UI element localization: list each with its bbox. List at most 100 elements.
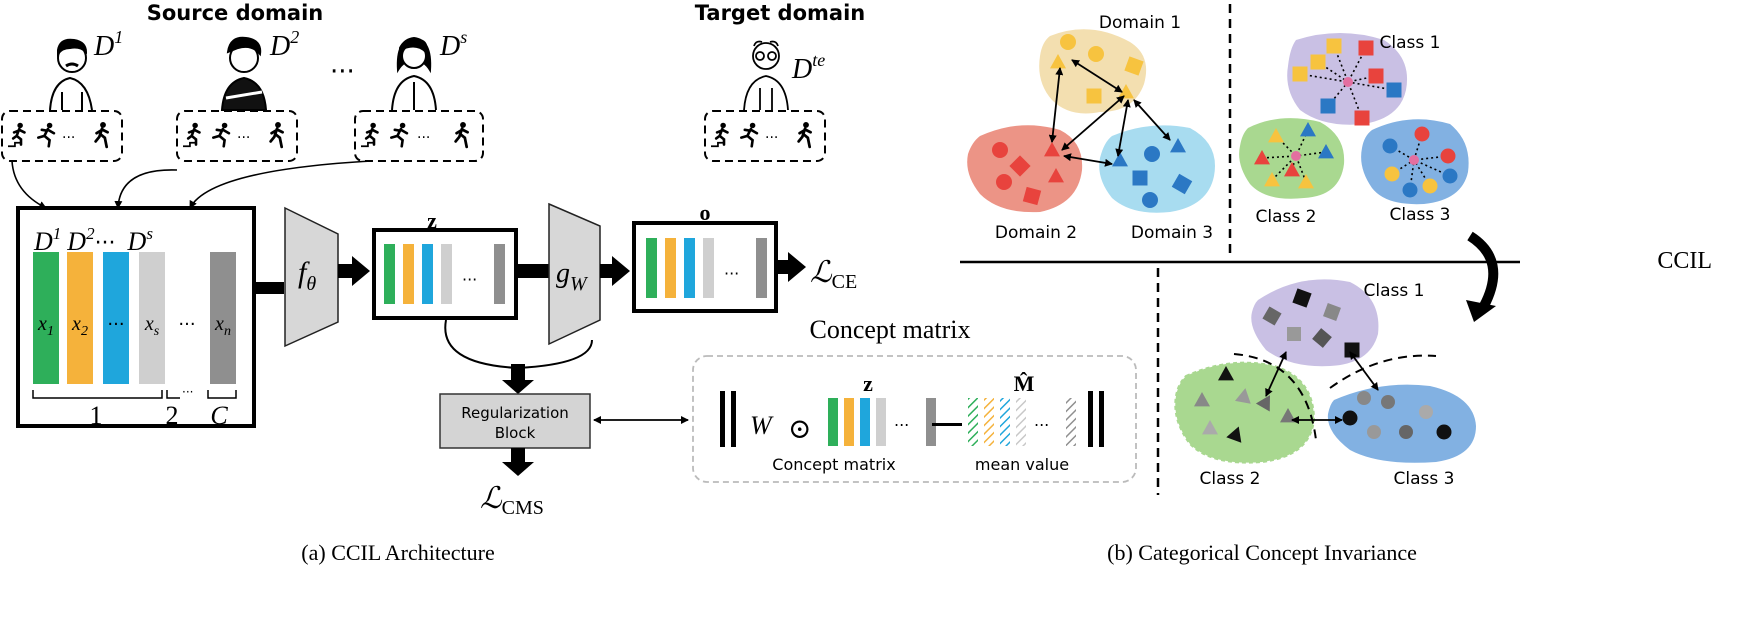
marker-circle xyxy=(1440,148,1456,164)
arrow-c1-c3 xyxy=(1349,351,1379,391)
activity-box-target: ··· xyxy=(704,110,826,162)
o-bar-1 xyxy=(646,238,657,298)
classifier-label: gW xyxy=(556,258,589,295)
feature-label-4: xs xyxy=(144,313,160,339)
concept-m-bar-3 xyxy=(1000,398,1010,446)
person-3-icon xyxy=(391,36,437,111)
z-vector-bars: ··· xyxy=(384,244,505,304)
marker-circle xyxy=(1142,192,1158,208)
concept-z-bar-3 xyxy=(860,398,870,446)
marker-triangle xyxy=(1235,388,1251,404)
marker-square xyxy=(1124,56,1144,76)
class-2-blob-bottom xyxy=(1174,361,1316,464)
caption-a: (a) CCIL Architecture xyxy=(301,540,494,565)
marker-triangle xyxy=(1050,54,1066,69)
domain-alignment-arrows xyxy=(1048,59,1171,167)
marker-circle xyxy=(1088,46,1104,62)
concept-m-bar-4 xyxy=(1016,398,1026,446)
marker-triangle xyxy=(1170,138,1186,153)
loss-ce: ℒCE xyxy=(810,256,857,293)
marker-circle xyxy=(1060,34,1076,50)
bottom-markers xyxy=(1194,288,1452,443)
domain-2-label-right: Domain 2 xyxy=(995,223,1077,243)
concept-m-bar-1 xyxy=(968,398,978,446)
z-bar-4 xyxy=(441,244,452,304)
concept-w: W xyxy=(750,411,774,440)
marker-square xyxy=(1354,110,1370,126)
target-domain-symbol: Dte xyxy=(791,50,825,85)
person-1-icon xyxy=(49,38,93,111)
o-dots: ··· xyxy=(724,264,739,283)
regularization-block xyxy=(439,393,591,449)
norm-bar-right-2 xyxy=(1099,391,1104,447)
marker-square xyxy=(1086,88,1102,104)
concept-matrix-title: Concept matrix xyxy=(809,315,970,344)
class-2-label-top: Class 2 xyxy=(1256,207,1317,227)
encoder-block xyxy=(284,206,339,348)
z-bar-3 xyxy=(422,244,433,304)
marker-triangle xyxy=(1284,162,1300,177)
arrow-classifier-o-head xyxy=(612,256,630,286)
class-1-label-top: Class 1 xyxy=(1380,33,1441,53)
ccil-arrow-head xyxy=(1466,300,1496,322)
mean-value-caption: mean value xyxy=(975,455,1069,474)
marker-circle xyxy=(1342,410,1358,426)
arrow-domains-input xyxy=(189,160,373,209)
marker-square xyxy=(1171,173,1193,195)
o-label: o xyxy=(700,200,711,225)
arrow-o-lce-head xyxy=(788,252,806,282)
marker-circle xyxy=(992,142,1008,158)
feature-bar-6 xyxy=(210,252,236,384)
svg-text:···: ··· xyxy=(765,130,778,146)
marker-square xyxy=(1358,40,1374,56)
marker-circle xyxy=(1367,425,1381,439)
arrow-reg-head xyxy=(502,380,534,394)
concept-z-bar-2 xyxy=(844,398,854,446)
class-3-center xyxy=(1409,155,1419,165)
marker-triangle xyxy=(1202,420,1218,435)
marker-triangle xyxy=(1194,392,1210,407)
norm-bar-left-2 xyxy=(731,391,736,447)
group-c-bracket xyxy=(207,390,237,399)
marker-circle xyxy=(1384,166,1400,182)
marker-triangle xyxy=(1254,150,1270,165)
svg-text:···: ··· xyxy=(237,130,250,146)
marker-square xyxy=(1132,170,1148,186)
concept-matrix-caption: Concept matrix xyxy=(772,455,895,474)
caption-b: (b) Categorical Concept Invariance xyxy=(1107,540,1417,565)
class-markers xyxy=(1254,38,1458,198)
regularization-label-1: Regularization xyxy=(461,404,569,422)
z-bar-2 xyxy=(403,244,414,304)
concept-m-dots: ··· xyxy=(1034,416,1049,435)
arrow-input-encoder xyxy=(254,282,284,294)
marker-triangle xyxy=(1318,144,1334,159)
feature-label-5: ··· xyxy=(178,314,195,335)
concept-m-bar-last xyxy=(1066,398,1076,446)
concept-z-bar-1 xyxy=(828,398,838,446)
marker-triangle xyxy=(1255,395,1270,412)
loss-cms: ℒCMS xyxy=(480,482,544,519)
arrow-domain2-input xyxy=(114,169,178,209)
class-1-center xyxy=(1343,77,1353,87)
group-dots: ··· xyxy=(182,385,193,399)
ccil-label: CCIL xyxy=(1657,248,1712,274)
domain-s-label: Ds xyxy=(439,27,467,62)
person-2-icon xyxy=(220,36,268,111)
domain-ellipsis: ··· xyxy=(330,57,355,87)
class-2-center xyxy=(1291,151,1301,161)
target-domain-label: Target domain xyxy=(695,1,865,25)
norm-bar-left-1 xyxy=(720,391,725,447)
o-bar-last xyxy=(756,238,767,298)
marker-square xyxy=(1022,186,1042,206)
concept-minus xyxy=(932,423,962,426)
marker-triangle xyxy=(1300,122,1316,137)
marker-circle xyxy=(996,174,1012,190)
marker-circle xyxy=(1436,424,1452,440)
domain-1-label-right: Domain 1 xyxy=(1099,13,1181,33)
marker-square xyxy=(1326,38,1342,54)
feature-label-6: xn xyxy=(214,313,231,339)
marker-triangle xyxy=(1226,426,1242,443)
marker-circle xyxy=(1381,395,1395,409)
